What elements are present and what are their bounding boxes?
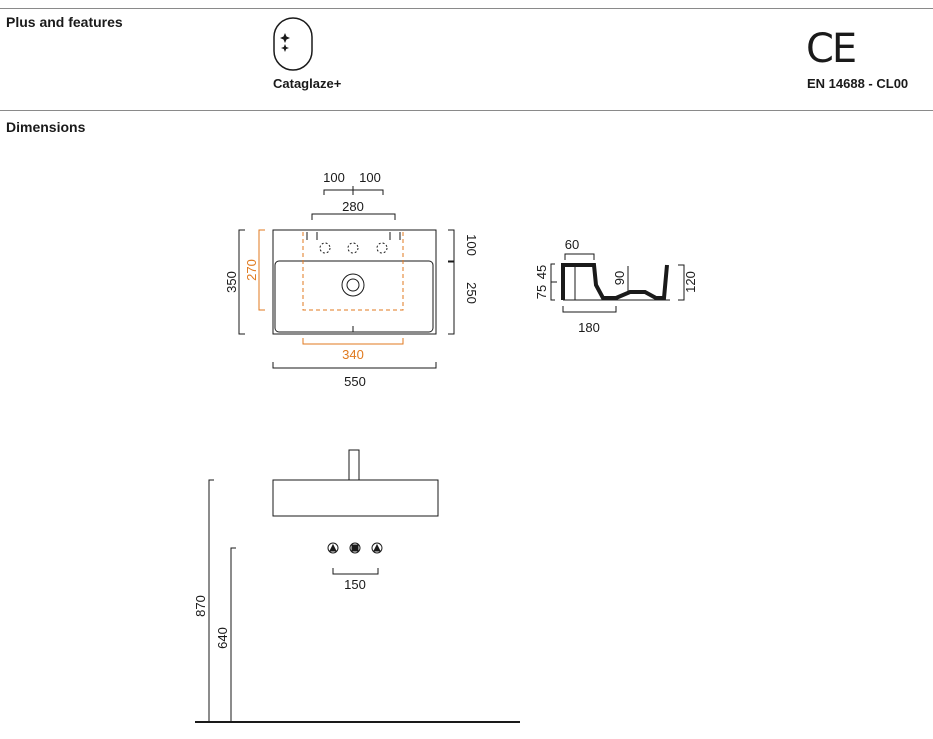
dim-tap-span: 280 — [342, 199, 364, 214]
dim-side-90: 90 — [612, 271, 627, 285]
dim-back: 100 — [464, 234, 479, 256]
middle-rule — [0, 110, 933, 111]
ce-mark-icon: CE — [806, 26, 857, 72]
side-view-labels: 60 45 75 90 120 180 — [534, 237, 698, 335]
dim-outlets: 150 — [344, 577, 366, 592]
dim-tap-right: 100 — [359, 170, 381, 185]
dim-waste-height: 640 — [215, 627, 230, 649]
install-view — [195, 449, 520, 723]
side-view — [550, 253, 685, 313]
dim-front: 250 — [464, 282, 479, 304]
plus-and-features-title: Plus and features — [6, 14, 123, 30]
dim-width: 550 — [344, 374, 366, 389]
dim-side-bottom: 180 — [578, 320, 600, 335]
dimensions-title: Dimensions — [6, 119, 86, 135]
top-rule — [0, 8, 933, 9]
plan-view-labels: 100 100 280 350 270 100 250 340 550 — [224, 170, 479, 389]
dim-basin-height: 870 — [193, 595, 208, 617]
dim-inner-width: 340 — [342, 347, 364, 362]
dim-side-75: 75 — [534, 285, 549, 299]
dim-tap-left: 100 — [323, 170, 345, 185]
dim-side-top: 60 — [565, 237, 579, 252]
plan-view — [238, 186, 455, 369]
cataglaze-label: Cataglaze+ — [273, 76, 342, 91]
dim-side-height: 120 — [683, 271, 698, 293]
dim-depth-total: 350 — [224, 271, 239, 293]
dim-depth-inner: 270 — [244, 259, 259, 281]
dim-side-45: 45 — [534, 265, 549, 279]
install-view-labels: 150 870 640 — [193, 577, 366, 649]
standard-label: EN 14688 - CL00 — [807, 76, 909, 91]
